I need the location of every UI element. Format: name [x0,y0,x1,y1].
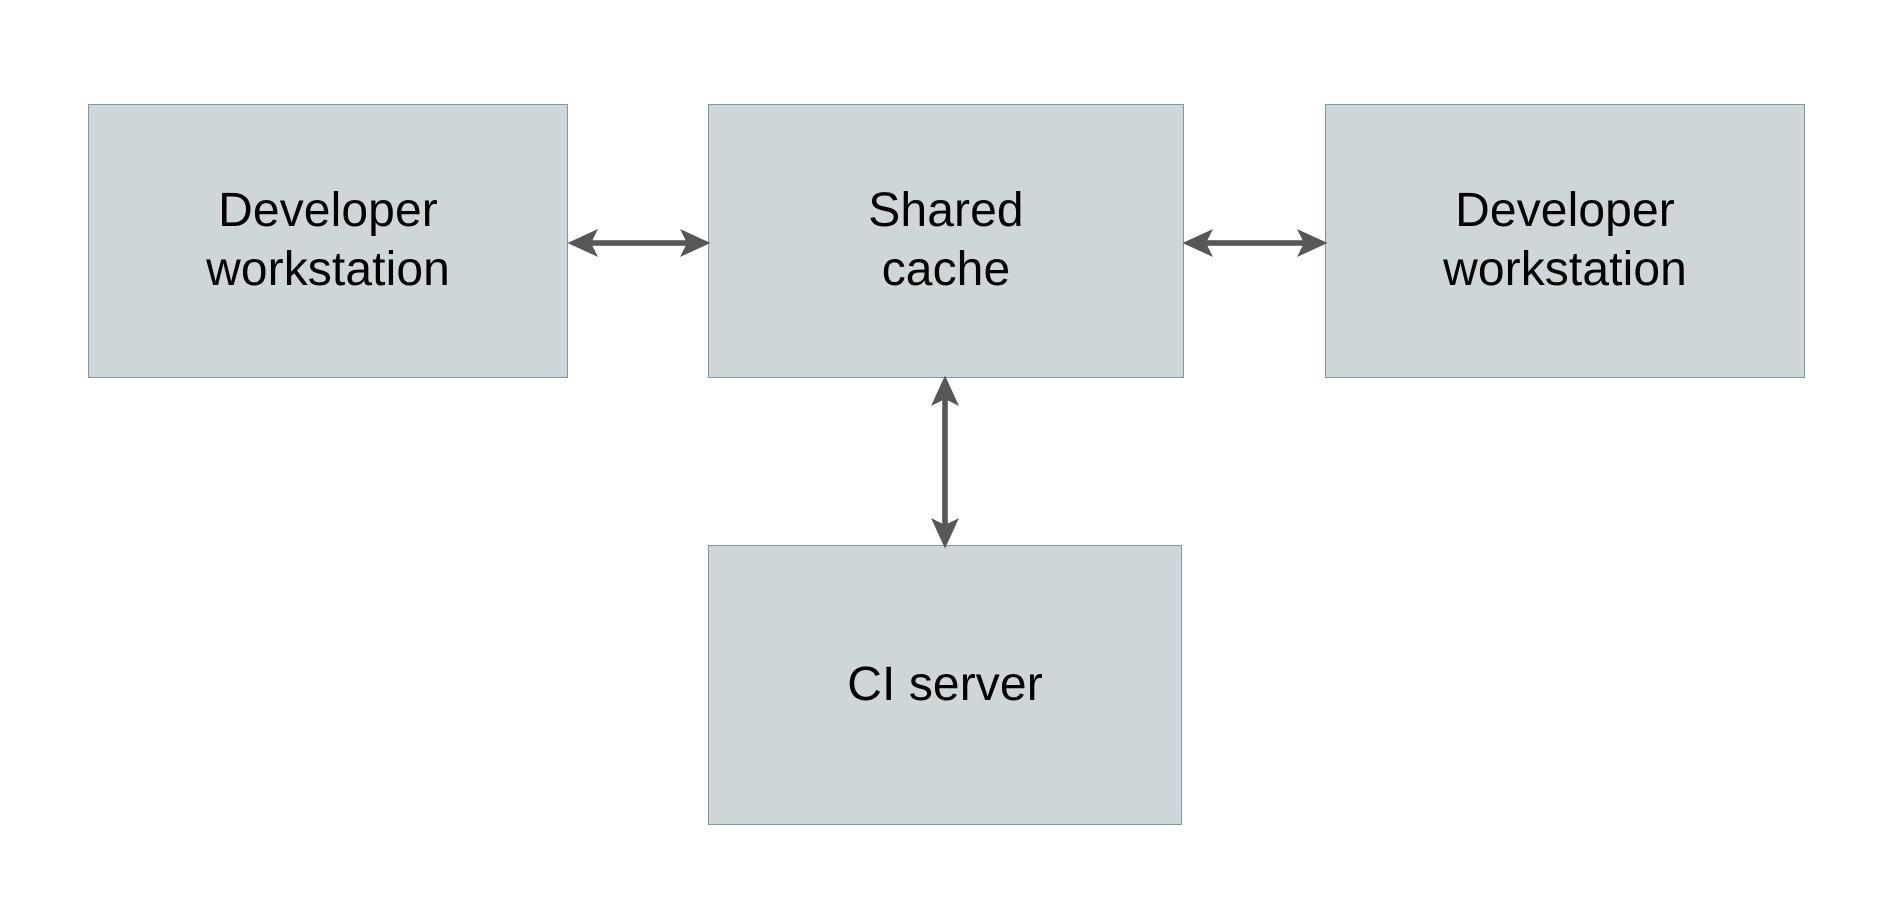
node-label: Developer workstation [1443,184,1687,296]
edge-shared-cache-to-developer-right [1182,229,1328,257]
node-developer-workstation-left[interactable]: Developer workstation [88,104,568,378]
node-label: CI server [847,657,1043,711]
node-shared-cache[interactable]: Shared cache [708,104,1184,378]
node-label: Developer workstation [206,184,450,296]
edge-developer-left-to-shared-cache [567,229,711,257]
node-ci-server[interactable]: CI server [708,545,1182,825]
node-label: Shared cache [868,184,1024,296]
node-developer-workstation-right[interactable]: Developer workstation [1325,104,1805,378]
edge-shared-cache-to-ci-server [931,375,959,549]
